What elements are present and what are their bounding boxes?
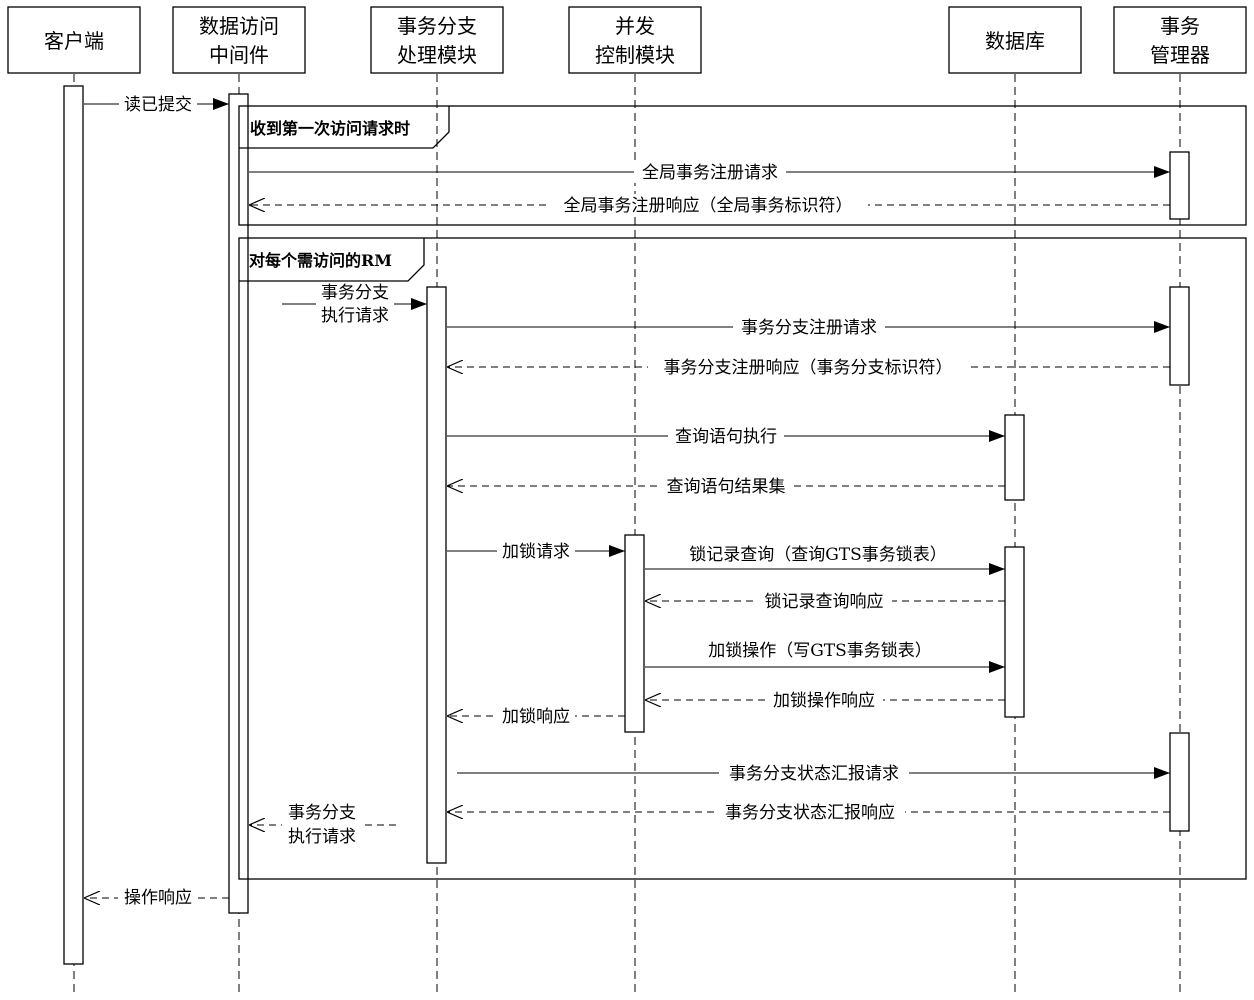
participant-tm: 事务 管理器 xyxy=(1113,6,1247,74)
message-branch-exec-reply-label-line2: 执行请求 xyxy=(288,827,356,847)
message-operation-response-label: 操作响应 xyxy=(124,888,192,908)
activation-tbp xyxy=(426,286,447,864)
activation-ccm xyxy=(624,534,645,733)
participant-dam: 数据访问 中间件 xyxy=(172,6,306,74)
participant-tm-label-line2: 管理器 xyxy=(1150,43,1210,67)
message-branch-exec-request: 事务分支 执行请求 xyxy=(282,282,427,326)
activation-tm-1 xyxy=(1169,151,1190,220)
frame-first-request: 收到第一次访问请求时 xyxy=(238,105,1247,226)
message-branch-status-report-request: 事务分支状态汇报请求 xyxy=(457,762,1170,784)
participant-ccm: 并发 控制模块 xyxy=(568,6,702,74)
message-branch-exec-request-label-line2: 执行请求 xyxy=(321,306,389,326)
message-query-result: 查询语句结果集 xyxy=(447,475,1005,497)
frame-first-request-title: 收到第一次访问请求时 xyxy=(250,119,410,138)
participant-client: 客户端 xyxy=(7,6,141,74)
participant-dam-label-line1: 数据访问 xyxy=(199,14,279,38)
message-read-committed: 读已提交 xyxy=(84,93,229,115)
message-branch-exec-reply: 事务分支 执行请求 xyxy=(249,802,396,848)
message-branch-register-response-label: 事务分支注册响应（事务分支标识符） xyxy=(664,358,953,378)
participant-db: 数据库 xyxy=(948,6,1082,74)
message-global-tx-register-request: 全局事务注册请求 xyxy=(249,161,1170,183)
participant-tbp-label-line2: 处理模块 xyxy=(397,43,477,67)
messages: 读已提交 全局事务注册请求 全局事务注册响应（全局事务标识符） 事务分支 执行请… xyxy=(84,93,1170,909)
message-lock-operation-label: 加锁操作（写GTS事务锁表） xyxy=(708,641,932,661)
activation-tm-3 xyxy=(1169,732,1190,832)
participant-tbp: 事务分支 处理模块 xyxy=(370,6,504,74)
activation-tm-2 xyxy=(1169,286,1190,386)
message-query-result-label: 查询语句结果集 xyxy=(667,477,786,497)
message-read-committed-label: 读已提交 xyxy=(124,95,192,115)
message-query-exec: 查询语句执行 xyxy=(447,425,1005,447)
participant-headers: 客户端 数据访问 中间件 事务分支 处理模块 并发 控制模块 数据库 事务 管理… xyxy=(7,6,1247,74)
message-branch-status-report-request-label: 事务分支状态汇报请求 xyxy=(729,764,899,784)
message-branch-register-response: 事务分支注册响应（事务分支标识符） xyxy=(447,356,1170,378)
activation-db-2 xyxy=(1004,546,1025,718)
participant-ccm-label-line2: 控制模块 xyxy=(595,43,675,67)
message-branch-exec-reply-label-line1: 事务分支 xyxy=(288,803,356,823)
message-lock-request-label: 加锁请求 xyxy=(502,542,570,562)
activation-bars xyxy=(63,85,1190,965)
message-global-tx-register-request-label: 全局事务注册请求 xyxy=(642,163,778,183)
message-global-tx-register-response: 全局事务注册响应（全局事务标识符） xyxy=(249,194,1170,216)
message-lock-operation-response-label: 加锁操作响应 xyxy=(773,691,875,711)
message-lock-request: 加锁请求 xyxy=(447,540,625,562)
activation-client xyxy=(63,85,84,965)
message-lock-record-query-response: 锁记录查询响应 xyxy=(645,590,1005,612)
message-branch-register-request: 事务分支注册请求 xyxy=(447,316,1170,338)
participant-ccm-label-line1: 并发 xyxy=(615,14,655,38)
participant-dam-label-line2: 中间件 xyxy=(209,43,269,67)
message-branch-status-report-response-label: 事务分支状态汇报响应 xyxy=(725,803,895,823)
message-lock-operation: 加锁操作（写GTS事务锁表） xyxy=(645,641,1005,673)
message-lock-response: 加锁响应 xyxy=(447,705,625,727)
participant-tbp-label-line1: 事务分支 xyxy=(397,14,477,38)
message-branch-register-request-label: 事务分支注册请求 xyxy=(741,318,877,338)
frame-per-rm-title: 对每个需访问的RM xyxy=(249,251,392,270)
message-branch-exec-request-label-line1: 事务分支 xyxy=(321,283,389,303)
message-lock-record-query-response-label: 锁记录查询响应 xyxy=(765,592,884,612)
participant-client-label: 客户端 xyxy=(44,29,104,53)
message-query-exec-label: 查询语句执行 xyxy=(675,427,777,447)
message-global-tx-register-response-label: 全局事务注册响应（全局事务标识符） xyxy=(564,196,853,216)
participant-tm-label-line1: 事务 xyxy=(1160,14,1200,38)
message-branch-status-report-response: 事务分支状态汇报响应 xyxy=(447,801,1170,823)
participant-db-label: 数据库 xyxy=(985,29,1045,53)
message-lock-record-query: 锁记录查询（查询GTS事务锁表） xyxy=(645,545,1005,575)
activation-db-1 xyxy=(1004,414,1025,501)
message-lock-record-query-label: 锁记录查询（查询GTS事务锁表） xyxy=(689,545,947,565)
message-lock-response-label: 加锁响应 xyxy=(502,707,570,727)
frame-per-rm: 对每个需访问的RM xyxy=(238,237,1247,880)
message-lock-operation-response: 加锁操作响应 xyxy=(645,689,1005,711)
message-operation-response: 操作响应 xyxy=(84,887,229,909)
